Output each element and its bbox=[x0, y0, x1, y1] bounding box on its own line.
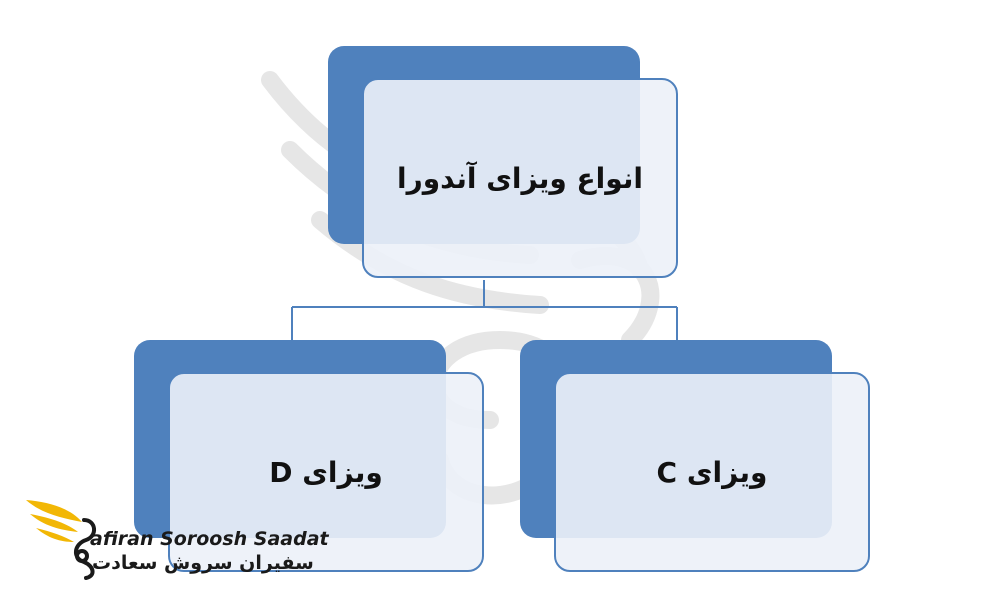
child-node-c-label: ویزای C bbox=[656, 455, 768, 489]
root-node: انواع ویزای آندورا bbox=[328, 46, 680, 282]
child-node-c-box: ویزای C bbox=[554, 372, 870, 572]
child-node-d: ویزای D bbox=[134, 340, 486, 574]
child-node-d-label: ویزای D bbox=[269, 455, 383, 489]
child-node-d-box: ویزای D bbox=[168, 372, 484, 572]
child-node-c: ویزای C bbox=[520, 340, 872, 574]
root-node-label: انواع ویزای آندورا bbox=[397, 161, 643, 195]
root-node-box: انواع ویزای آندورا bbox=[362, 78, 678, 278]
logo-name-english: afiran Soroosh Saadat bbox=[90, 528, 329, 550]
swan-wing-icon bbox=[26, 500, 96, 580]
company-logo: afiran Soroosh Saadat سفیران سروش سعادت bbox=[22, 492, 329, 582]
logo-name-persian: سفیران سروش سعادت bbox=[92, 552, 314, 574]
